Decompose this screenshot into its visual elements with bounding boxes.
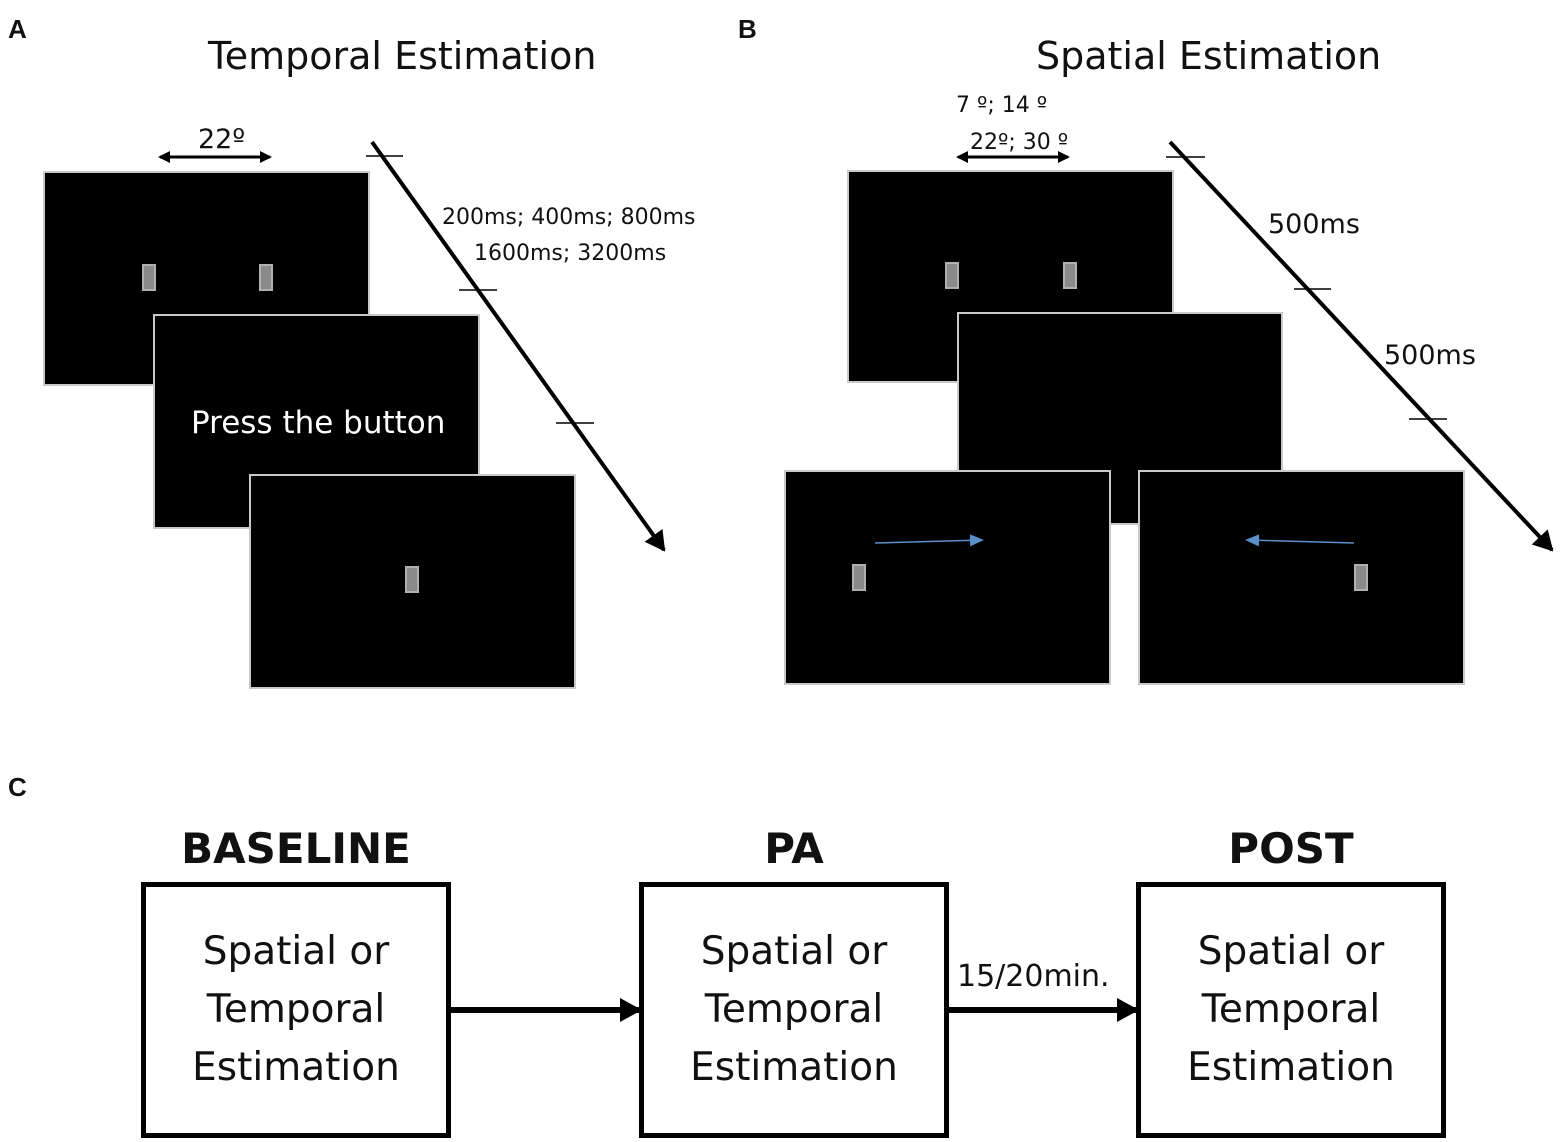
stage-text-line: Temporal — [206, 987, 386, 1032]
stage-title-post: POST — [1228, 824, 1354, 873]
stage-text-post: Spatial or Temporal Estimation — [1187, 923, 1395, 1097]
spatial-response-bar-left — [852, 564, 866, 591]
panel-b-distances-line2: 22º; 30 º — [970, 130, 1069, 155]
panel-b-distances-line1: 7 º; 14 º — [956, 93, 1048, 118]
spatial-bar-right — [1063, 262, 1077, 289]
stage-text-line: Spatial or — [700, 929, 888, 974]
panel-a-distance-label: 22º — [198, 124, 246, 155]
stage-text-line: Estimation — [1187, 1045, 1395, 1090]
stage-text-line: Spatial or — [1197, 929, 1385, 974]
panel-b-screen-response-left — [1138, 470, 1465, 685]
delay-label: 15/20min. — [957, 959, 1110, 994]
panel-b-timeline-arrow — [1166, 140, 1554, 552]
spatial-bar-left — [945, 262, 959, 289]
stage-text-line: Estimation — [192, 1045, 400, 1090]
stimulus-bar-response — [405, 566, 419, 593]
panel-a-durations-line2: 1600ms; 3200ms — [474, 241, 667, 266]
stage-title-baseline: BASELINE — [181, 824, 411, 873]
stage-text-pa: Spatial or Temporal Estimation — [690, 923, 898, 1097]
stage-text-line: Spatial or — [202, 929, 390, 974]
stimulus-bar-left — [142, 264, 156, 291]
panel-a-timeline-arrow — [366, 140, 666, 552]
stage-box-baseline: Spatial or Temporal Estimation — [141, 882, 451, 1138]
stimulus-bar-right — [259, 264, 273, 291]
panel-a-letter: A — [8, 14, 27, 44]
spatial-response-bar-right — [1354, 564, 1368, 591]
press-button-text: Press the button — [191, 405, 446, 441]
motion-arrow-right — [874, 534, 984, 547]
stage-text-line: Temporal — [704, 987, 884, 1032]
stage-text-baseline: Spatial or Temporal Estimation — [192, 923, 400, 1097]
panel-b-duration-2: 500ms — [1384, 340, 1476, 371]
panel-b-screen-response-right — [784, 470, 1111, 685]
panel-b-title: Spatial Estimation — [1036, 34, 1382, 78]
stage-text-line: Temporal — [1201, 987, 1381, 1032]
motion-arrow-left — [1245, 534, 1355, 547]
stage-title-pa: PA — [764, 824, 824, 873]
panel-c-letter: C — [8, 772, 27, 802]
stage-box-post: Spatial or Temporal Estimation — [1136, 882, 1446, 1138]
panel-a-title: Temporal Estimation — [208, 34, 597, 78]
panel-b-duration-1: 500ms — [1268, 209, 1360, 240]
panel-a-durations-line1: 200ms; 400ms; 800ms — [442, 205, 696, 230]
panel-b-letter: B — [738, 14, 757, 44]
stage-box-pa: Spatial or Temporal Estimation — [639, 882, 949, 1138]
stage-text-line: Estimation — [690, 1045, 898, 1090]
